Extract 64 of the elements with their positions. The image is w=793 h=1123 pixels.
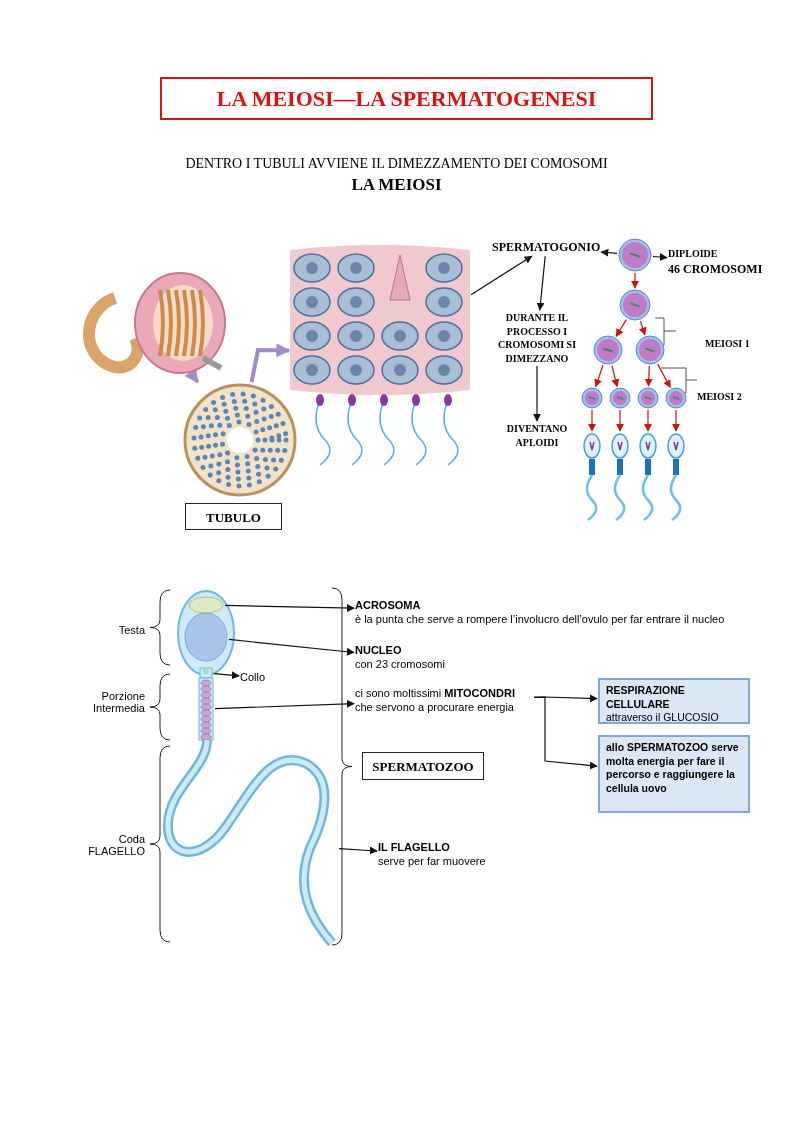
- part-label: Coda FLAGELLO: [87, 833, 145, 857]
- phase-label: MEIOSI 2: [697, 391, 742, 402]
- arrow: [638, 320, 647, 336]
- spermatid-drawing: [608, 432, 632, 520]
- arrow: [672, 409, 680, 432]
- part-label: Porzione Intermedia: [92, 690, 145, 714]
- cell-drawing: [593, 335, 623, 365]
- arrow: [536, 255, 546, 311]
- arrow: [600, 248, 618, 257]
- acrosome-drawing: [188, 596, 224, 614]
- arrow: [644, 365, 653, 387]
- callout-text: 46 CROMOSOMI: [668, 260, 763, 277]
- arrow: [533, 696, 598, 770]
- cell-drawing: [635, 335, 665, 365]
- cell-drawing: [581, 387, 603, 409]
- arrow: [224, 604, 355, 613]
- arrow: [533, 365, 541, 422]
- arrow: [213, 671, 240, 680]
- info-box: [598, 678, 750, 724]
- arrow: [338, 846, 378, 855]
- callout-text: Collo: [240, 670, 266, 685]
- callout-heading: ACROSOMA: [355, 598, 422, 613]
- arrow: [615, 319, 627, 337]
- callout-text: ci sono moltissimi MITOCONDRI che servono a procurare energia: [355, 686, 516, 715]
- callout-text: con 23 cromosomi: [355, 657, 445, 672]
- label-box: SPERMATOZOO: [362, 752, 484, 780]
- part-label: Testa: [118, 624, 145, 636]
- cell-drawing: [637, 387, 659, 409]
- spermatid-drawing: [636, 432, 660, 520]
- arrow: [616, 409, 624, 432]
- phase-label: MEIOSI 1: [705, 338, 750, 349]
- arrow: [657, 363, 671, 389]
- arrow: [652, 253, 668, 262]
- arrow: [249, 343, 291, 383]
- arrow: [470, 255, 533, 296]
- callout-heading: NUCLEO: [355, 643, 403, 658]
- arrow: [228, 638, 355, 656]
- callout-heading: IL FLAGELLO: [378, 840, 451, 855]
- callout-heading: DIPLOIDE: [668, 247, 719, 261]
- arrow: [631, 272, 639, 289]
- section-heading: LA MEIOSI: [350, 175, 443, 195]
- callout-text: SPERMATOGONIO: [492, 239, 601, 256]
- callout-text: serve per far muovere: [378, 854, 486, 869]
- arrow: [644, 409, 652, 432]
- spermatid-drawing: [664, 432, 688, 520]
- subtitle: DENTRO I TUBULI AVVIENE IL DIMEZZAMENTO DEI COMOSOMI: [184, 156, 609, 172]
- midpiece-drawing: [198, 678, 214, 740]
- nucleus-drawing: [184, 612, 228, 662]
- cell-drawing: [618, 238, 652, 272]
- arrow: [588, 409, 596, 432]
- arrow: [594, 364, 604, 388]
- cell-drawing: [619, 289, 651, 321]
- spermatid-drawing: [580, 432, 604, 520]
- arrow: [611, 364, 620, 388]
- callout-text: DURANTE IL PROCESSO I CROMOSOMI SI DIMEZZANO: [496, 311, 578, 365]
- page-title: LA MEIOSI—LA SPERMATOGENESI: [160, 77, 653, 120]
- cell-drawing: [665, 387, 687, 409]
- label-box: TUBULO: [185, 503, 282, 530]
- callout-text: DIVENTANO APLOIDI: [505, 422, 569, 449]
- callout-text: attraverso il GLUCOSIO: [606, 711, 720, 725]
- info-box: allo SPERMATOZOO serve molta energia per fare il percorso e raggiungere la cellula uovo: [598, 735, 750, 813]
- arrow: [214, 699, 355, 710]
- callout-text: è la punta che serve a rompere l’involucro dell’ovulo per far entrare il nucleo: [355, 612, 725, 627]
- cell-drawing: [609, 387, 631, 409]
